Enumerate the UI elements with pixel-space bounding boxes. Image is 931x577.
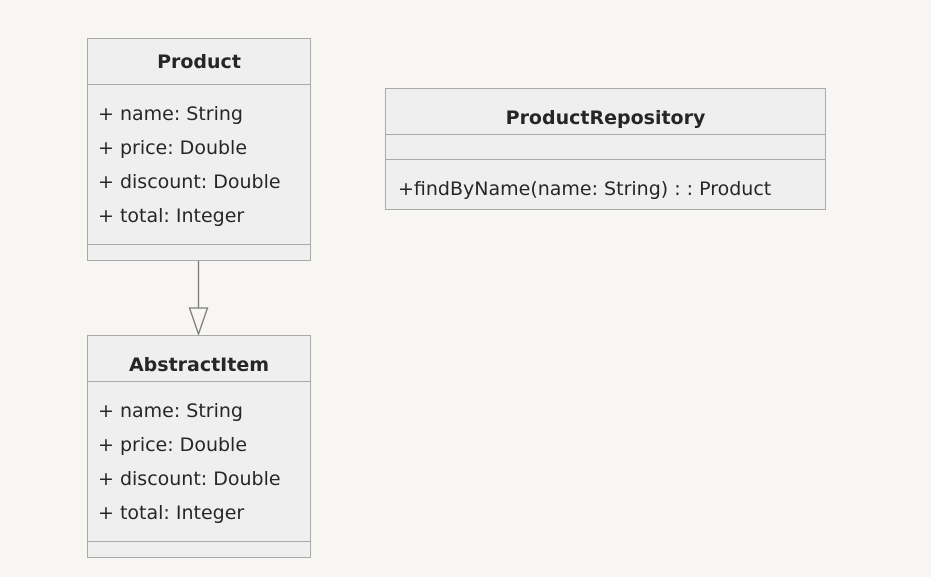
attribute-discount: + discount: Double <box>98 468 281 490</box>
attribute-total: + total: Integer <box>98 502 245 524</box>
attribute-discount: + discount: Double <box>98 171 281 193</box>
attribute-price: + price: Double <box>98 137 248 159</box>
class-abstract-item-title: AbstractItem <box>88 336 310 382</box>
class-abstract-item-attributes: + name: String + price: Double + discoun… <box>88 382 310 542</box>
class-product-methods <box>88 245 310 260</box>
method-find-by-name: +findByName(name: String) : : Product <box>398 178 772 200</box>
attribute-name: + name: String <box>98 103 243 125</box>
class-abstract-item-methods <box>88 542 310 557</box>
attribute-price: + price: Double <box>98 434 248 456</box>
class-product-repository-attributes <box>386 135 825 160</box>
class-product-title: Product <box>88 39 310 85</box>
class-product-repository-methods: +findByName(name: String) : : Product <box>386 160 825 209</box>
class-product-repository[interactable]: ProductRepository +findByName(name: Stri… <box>385 88 826 210</box>
attribute-total: + total: Integer <box>98 205 245 227</box>
class-product-repository-title: ProductRepository <box>386 89 825 135</box>
class-abstract-item[interactable]: AbstractItem + name: String + price: Dou… <box>87 335 311 558</box>
class-product[interactable]: Product + name: String + price: Double +… <box>87 38 311 261</box>
attribute-name: + name: String <box>98 400 243 422</box>
class-product-attributes: + name: String + price: Double + discoun… <box>88 85 310 245</box>
inheritance-arrowhead <box>188 307 209 336</box>
